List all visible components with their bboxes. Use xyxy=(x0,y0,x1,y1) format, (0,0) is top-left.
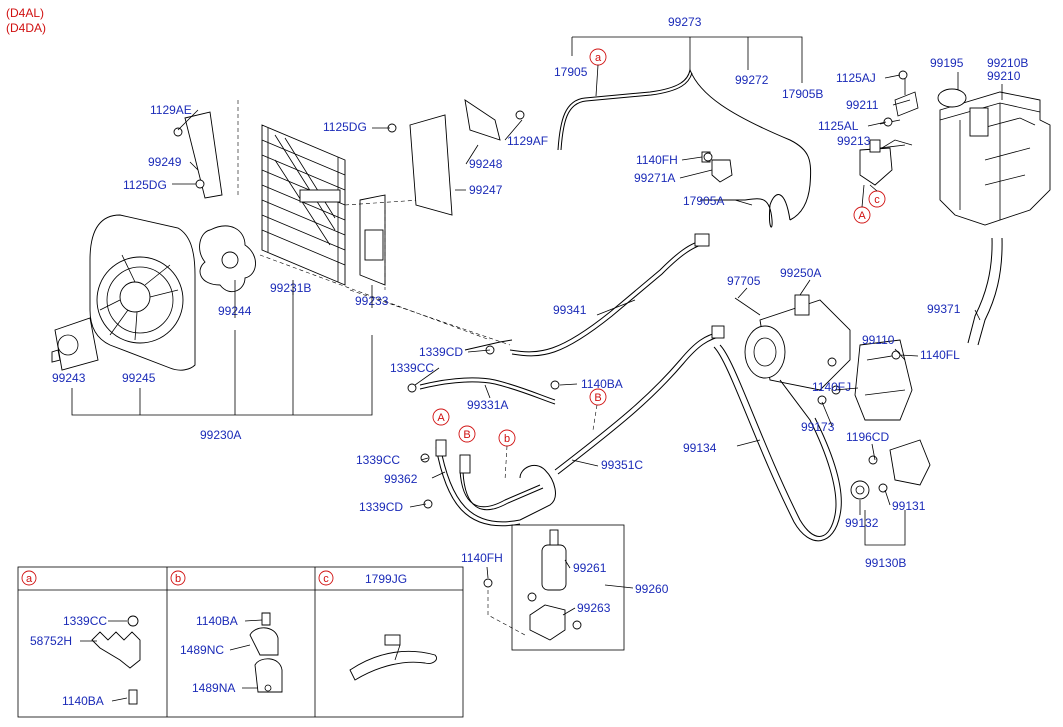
part-label: 99210B xyxy=(987,56,1028,70)
legend: a b c 1799JG xyxy=(17,566,464,718)
ref-marker-A-line xyxy=(432,408,450,426)
part-label: 99211 xyxy=(846,98,879,112)
ref-marker-c-line xyxy=(589,388,607,406)
part-label: 99130B xyxy=(865,556,906,570)
liquid-lines xyxy=(407,233,725,527)
part-label: 99247 xyxy=(469,183,503,197)
legend-a-label-3: 1140BA xyxy=(62,694,104,708)
part-label: 1140FJ xyxy=(812,380,851,394)
fan-shroud xyxy=(51,214,256,371)
part-labels: 99273 17905 99272 17905B 1125AJ 99195 99… xyxy=(30,15,1028,708)
ref-marker-B-line-text: B xyxy=(463,429,470,441)
part-label: 99245 xyxy=(122,371,156,385)
part-label: 1125DG xyxy=(123,178,167,192)
part-label: 99173 xyxy=(801,420,835,434)
part-label: 99249 xyxy=(148,155,182,169)
part-label: 99248 xyxy=(469,157,503,171)
legend-a-label-1: 1339CC xyxy=(63,614,107,628)
part-label: 1196CD xyxy=(846,430,889,444)
compressor xyxy=(734,294,913,421)
top-hose-assembly: a xyxy=(557,36,812,228)
part-label: 1339CD xyxy=(359,500,403,514)
part-label: 99110 xyxy=(862,333,895,347)
part-label: 1140FL xyxy=(920,348,960,362)
ref-marker-a-top-text: a xyxy=(595,52,602,64)
part-label: 99134 xyxy=(683,441,717,455)
part-label: 99341 xyxy=(553,303,587,317)
part-label: 1125DG xyxy=(323,120,367,134)
ref-marker-b-line-text: b xyxy=(504,433,510,445)
part-label: 99273 xyxy=(668,15,702,29)
part-label: 99261 xyxy=(573,561,607,575)
drive-belt xyxy=(719,344,837,537)
legend-a-label-2: 58752H xyxy=(30,634,72,648)
ref-marker-A-line-text: A xyxy=(437,412,445,424)
ref-marker-B-evap-text: c xyxy=(874,194,880,206)
part-label: 99213 xyxy=(837,134,871,148)
legend-c-key: c xyxy=(323,573,329,585)
receiver-drier xyxy=(483,524,625,651)
part-label: 99271A xyxy=(634,171,675,185)
part-label: 99351C xyxy=(601,458,643,472)
part-label: 99210 xyxy=(987,69,1021,83)
part-label: 1140FH xyxy=(636,153,678,167)
part-label: 99131 xyxy=(892,499,926,513)
part-label: 99195 xyxy=(930,56,964,70)
part-label: 1339CC xyxy=(356,453,400,467)
ref-marker-B-line xyxy=(458,425,476,443)
fasteners xyxy=(173,70,908,493)
part-label: 99230A xyxy=(200,428,241,442)
legend-b-key: b xyxy=(175,573,181,585)
condenser xyxy=(184,99,511,346)
part-label: 99331A xyxy=(467,398,508,412)
ref-marker-A-evap-text: A xyxy=(858,210,866,222)
part-label: 1125AJ xyxy=(836,71,876,85)
ref-leaders xyxy=(504,404,598,481)
evaporator-unit: c A xyxy=(853,77,1051,346)
belt-tensioner xyxy=(850,439,931,546)
variant-code-1: (D4AL) xyxy=(6,6,44,20)
part-label: 99243 xyxy=(52,371,86,385)
part-label: 1339CC xyxy=(390,361,434,375)
part-label: 99272 xyxy=(735,73,769,87)
legend-a-key: a xyxy=(26,573,33,585)
part-label: 1339CD xyxy=(419,345,463,359)
part-label: 17905A xyxy=(683,194,724,208)
part-label: 1125AL xyxy=(818,119,859,133)
part-label: 99250A xyxy=(780,266,821,280)
ref-marker-c-line-text: B xyxy=(594,392,601,404)
legend-c-header: 1799JG xyxy=(365,572,407,586)
part-label: 99132 xyxy=(845,516,879,530)
part-label: 1140FH xyxy=(461,551,503,565)
part-label: 1129AE xyxy=(150,103,192,117)
part-label: 99231B xyxy=(270,281,311,295)
variant-code-2: (D4DA) xyxy=(6,21,46,35)
assembly-leader-99230A xyxy=(71,290,373,416)
part-label: 99260 xyxy=(635,582,669,596)
part-label: 17905 xyxy=(554,65,588,79)
part-label: 17905B xyxy=(782,87,823,101)
part-label: 1129AF xyxy=(507,134,548,148)
part-label: 99362 xyxy=(384,472,418,486)
legend-b-label-3: 1489NA xyxy=(192,681,235,695)
part-label: 1140BA xyxy=(581,377,623,391)
legend-b-label-1: 1140BA xyxy=(196,614,238,628)
part-label: 97705 xyxy=(727,274,761,288)
leader-lines xyxy=(80,72,1003,702)
part-label: 99371 xyxy=(927,302,961,316)
part-label: 99263 xyxy=(577,601,611,615)
legend-b-label-2: 1489NC xyxy=(180,643,224,657)
